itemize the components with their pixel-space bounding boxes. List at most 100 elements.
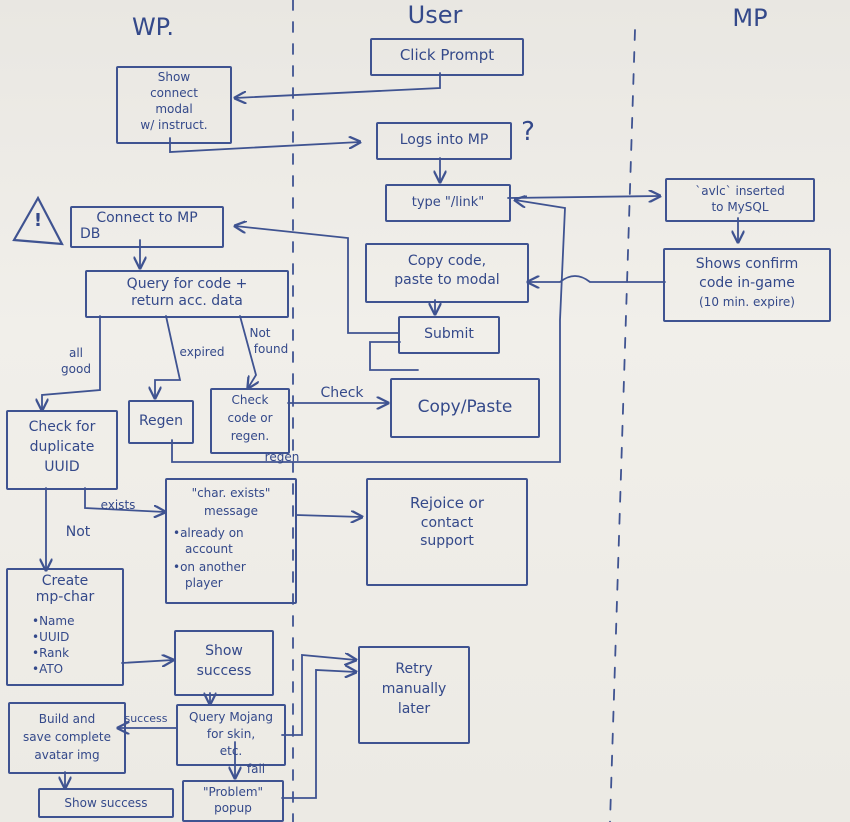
- copy-paste-label: Copy/Paste: [417, 397, 513, 417]
- edge-label-fail: fail: [246, 762, 266, 776]
- query-code-line-1: Query for code +: [126, 276, 248, 292]
- check-code-line-2: code or: [227, 411, 273, 425]
- arrow-submit-to-db: [235, 226, 399, 334]
- show-success-line-2: success: [196, 663, 252, 679]
- create-field-name: •Name: [32, 614, 75, 628]
- create-field-ato: •ATO: [32, 662, 64, 676]
- arrow-message-to-rejoice: [295, 515, 362, 517]
- warning-exclamation: !: [33, 210, 43, 231]
- show-success-2-label: Show success: [64, 796, 148, 810]
- arrow-exists: [84, 487, 165, 512]
- char-exists-line-2: message: [204, 504, 258, 518]
- type-link-label: type "/link": [411, 195, 485, 210]
- check-dup-line-1: Check for: [28, 419, 96, 435]
- rejoice-line-2: contact: [420, 515, 474, 531]
- line-copypaste-submit: [369, 341, 419, 371]
- create-field-rank: •Rank: [32, 646, 70, 660]
- arrow-regen: [171, 200, 566, 463]
- retry-box: Retry manually later: [358, 646, 470, 744]
- confirm-line-2: code in-game: [699, 275, 795, 291]
- avlc-line-2: to MySQL: [711, 200, 769, 214]
- arrow-expired: [155, 315, 182, 398]
- edge-label-regen: regen: [264, 450, 300, 464]
- char-exists-line-3: •already on: [173, 526, 244, 540]
- submit-label: Submit: [424, 326, 474, 342]
- lane-title-user: User: [407, 1, 463, 29]
- edge-label-all: all: [68, 346, 84, 360]
- logs-into-mp-box: Logs into MP: [376, 122, 512, 160]
- mojang-line-3: etc.: [219, 744, 243, 758]
- show-connect-line-2: connect: [150, 86, 198, 100]
- query-mojang-box: Query Mojang for skin, etc.: [176, 704, 286, 766]
- char-exists-box: "char. exists" message •already on accou…: [165, 478, 297, 604]
- show-connect-modal-box: Show connect modal w/ instruct.: [116, 66, 232, 144]
- edge-label-not: Not: [249, 326, 271, 340]
- create-line-2: mp-char: [35, 589, 95, 605]
- confirm-line-1: Shows confirm: [695, 256, 799, 272]
- copy-code-line-1: Copy code,: [407, 253, 487, 269]
- avlc-inserted-box: `avlc` inserted to MySQL: [665, 178, 815, 222]
- question-mark: ?: [521, 117, 535, 147]
- char-exists-line-1: "char. exists": [191, 486, 271, 500]
- lane-title-mp: MP: [732, 4, 768, 32]
- avlc-line-1: `avlc` inserted: [695, 184, 785, 198]
- show-connect-line-1: Show: [157, 70, 191, 84]
- check-code-line-1: Check: [231, 393, 269, 407]
- edge-label-check: Check: [320, 385, 364, 401]
- click-prompt-label: Click Prompt: [399, 46, 495, 64]
- lane-divider-user-mp: [609, 29, 636, 822]
- logs-into-mp-label: Logs into MP: [399, 132, 489, 148]
- show-success-box: Show success: [174, 630, 274, 696]
- create-line-1: Create: [41, 573, 89, 589]
- query-code-line-2: return acc. data: [131, 293, 243, 309]
- edge-label-success: success: [124, 712, 168, 725]
- copy-code-box: Copy code, paste to modal: [365, 243, 529, 303]
- char-exists-line-4: account: [185, 542, 233, 556]
- retry-line-1: Retry: [395, 661, 433, 677]
- connect-db-line-1: Connect to MP: [96, 210, 198, 226]
- check-dup-line-2: duplicate: [29, 439, 95, 455]
- query-code-box: Query for code + return acc. data: [85, 270, 289, 318]
- check-code-box: Check code or regen.: [210, 388, 290, 454]
- edge-label-exists: exists: [100, 498, 136, 512]
- rejoice-box: Rejoice or contact support: [366, 478, 528, 586]
- warning-icon: [12, 195, 64, 246]
- create-mp-char-box: Create mp-char •Name •UUID •Rank •ATO: [6, 568, 124, 686]
- mojang-line-2: for skin,: [206, 727, 256, 741]
- arrow-create-to-success: [121, 660, 173, 663]
- connect-mp-db-box: Connect to MP DB: [70, 206, 224, 248]
- shows-confirm-box: Shows confirm code in-game (10 min. expi…: [663, 248, 831, 322]
- char-exists-line-6: player: [185, 576, 223, 590]
- check-code-line-3: regen.: [230, 429, 270, 443]
- build-line-2: save complete: [23, 730, 111, 744]
- show-connect-line-4: w/ instruct.: [140, 118, 208, 132]
- retry-line-3: later: [397, 701, 431, 717]
- connect-db-line-2: DB: [80, 226, 101, 242]
- edge-label-expired: expired: [179, 345, 225, 359]
- rejoice-line-1: Rejoice or: [409, 494, 485, 512]
- check-dup-line-3: UUID: [44, 459, 80, 475]
- create-field-uuid: •UUID: [32, 630, 70, 644]
- rejoice-line-3: support: [420, 533, 474, 549]
- arrow-click-to-modal: [235, 72, 441, 98]
- show-connect-line-3: modal: [155, 102, 193, 116]
- retry-line-2: manually: [381, 681, 447, 697]
- arrow-not-found: [239, 315, 256, 388]
- check-duplicate-box: Check for duplicate UUID: [6, 410, 118, 490]
- copy-paste-box: Copy/Paste: [390, 378, 540, 438]
- mojang-line-1: Query Mojang: [189, 710, 273, 724]
- char-exists-line-5: •on another: [173, 560, 246, 574]
- confirm-line-3: (10 min. expire): [699, 295, 795, 309]
- regen-label: Regen: [138, 413, 184, 429]
- edge-label-not-dup: Not: [65, 524, 91, 540]
- submit-box: Submit: [398, 316, 500, 354]
- lane-title-wp: WP.: [131, 13, 175, 41]
- arrow-all-good: [42, 315, 101, 410]
- copy-code-line-2: paste to modal: [394, 272, 500, 288]
- arrow-problem-to-retry: [281, 670, 356, 799]
- problem-line-1: "Problem": [202, 785, 264, 799]
- arrow-mojang-to-retry: [281, 655, 356, 736]
- build-save-box: Build and save complete avatar img: [8, 702, 126, 774]
- arrow-type-to-insert: [507, 196, 660, 198]
